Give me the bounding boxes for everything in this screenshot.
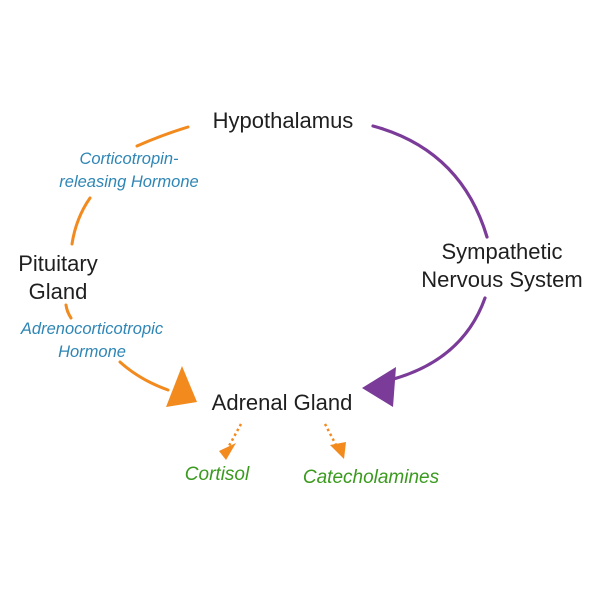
node-adrenal-gland: Adrenal Gland [212,390,353,415]
node-pituitary-line1: Pituitary [18,251,97,276]
node-hypothalamus: Hypothalamus [213,108,354,133]
purple-arrowhead [362,367,396,407]
node-pituitary-line2: Gland [29,279,88,304]
catecholamines-arrowhead [330,442,346,459]
arc-hypothalamus-to-crh [135,125,190,148]
hormone-acth-line1: Adrenocorticotropic [20,320,164,338]
output-cortisol: Cortisol [185,464,250,485]
dotted-arrow-cortisol [227,423,243,447]
arc-sympathetic-to-adrenal [370,296,487,386]
arc-acth-to-adrenal [118,360,170,392]
cortisol-arrowhead [219,443,236,460]
hormone-crh-line1: Corticotropin- [79,150,179,168]
arc-pituitary-to-acth [64,303,73,320]
orange-arrowhead [166,366,197,407]
dotted-arrow-catecholamines [323,423,338,446]
arc-crh-to-pituitary [70,196,92,246]
hormone-crh-line2: releasing Hormone [59,173,198,191]
hormone-acth-line2: Hormone [58,343,126,361]
arc-hypothalamus-to-sympathetic [371,124,489,239]
node-sympathetic-line2: Nervous System [421,267,582,292]
node-sympathetic-line1: Sympathetic [441,239,562,264]
output-catecholamines: Catecholamines [303,467,440,488]
